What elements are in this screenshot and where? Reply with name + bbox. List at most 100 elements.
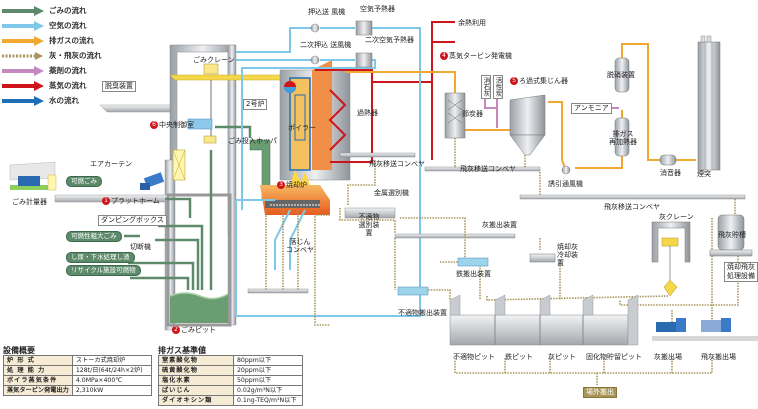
label-unsuitable-sorter: 不適物 選別装置 bbox=[358, 213, 380, 237]
legend-item-exhaust: 排ガスの流れ bbox=[2, 33, 102, 48]
label-pit-unsuitable: 不適物ピット bbox=[453, 353, 495, 361]
iron-discharge-unit bbox=[457, 257, 489, 267]
legend-item-water: 水の流れ bbox=[2, 93, 102, 108]
label-ash-discharge: 灰搬出装置 bbox=[482, 221, 517, 229]
label-air-curtain: エアカーテン bbox=[90, 160, 132, 168]
weigh-station bbox=[9, 161, 57, 191]
table-key: 硫黄酸化物 bbox=[158, 365, 234, 376]
label-dumping-box: ダンピングボックス bbox=[98, 215, 167, 226]
label-fly-conveyor-1: 飛灰移送コンベヤ bbox=[369, 160, 425, 168]
dump-truck bbox=[140, 172, 165, 190]
ash-trucks bbox=[652, 318, 758, 341]
label-text: 中央制御室 bbox=[159, 121, 194, 129]
label-unsuitable-discharge: 不適物搬出装置 bbox=[398, 309, 447, 317]
label-ash-yard: 灰搬出場 bbox=[654, 353, 682, 361]
tag-sludge: し尿・下水処理し渣 bbox=[66, 252, 135, 263]
facility-title: 設備概要 bbox=[3, 346, 35, 355]
label-stack: 煙突 bbox=[697, 170, 711, 178]
blue-arrow-icon bbox=[2, 95, 44, 106]
label-text: 蒸気タービン発電機 bbox=[449, 52, 512, 60]
red-arrow-icon bbox=[2, 80, 44, 91]
table-value: 128t/日(64t/24h×2炉) bbox=[71, 365, 152, 376]
label-pit-solidified: 固化物貯留ピット bbox=[586, 353, 642, 361]
label-fly-conveyor-2: 飛灰移送コンベヤ bbox=[460, 165, 516, 173]
lightblue-arrow-icon bbox=[2, 20, 44, 31]
legend-label: 蒸気の流れ bbox=[49, 81, 87, 90]
orange-arrow-icon bbox=[2, 35, 44, 46]
table-key: 窒素酸化物 bbox=[158, 355, 234, 366]
number-badge: 3 bbox=[277, 181, 285, 189]
number-badge: 5 bbox=[510, 77, 518, 85]
fly-ash-silo bbox=[709, 214, 753, 257]
label-denox: 脱硝装置 bbox=[607, 71, 635, 79]
table-key: ボイラ蒸気条件 bbox=[3, 375, 73, 386]
table-value: 20ppm以下 bbox=[233, 365, 303, 376]
stack bbox=[697, 35, 721, 171]
tag-bulky-waste: 可燃性粗大ごみ bbox=[66, 231, 122, 242]
legend-item-waste: ごみの流れ bbox=[2, 3, 102, 18]
label-activated-carbon: 活性炭 bbox=[493, 75, 503, 99]
label-iron-discharge: 鉄搬出装置 bbox=[456, 270, 491, 278]
bag-filter bbox=[509, 94, 546, 156]
incinerator bbox=[260, 170, 330, 215]
label-text: ろ過式集じん器 bbox=[519, 77, 568, 85]
table-row: 炉 形 式ストーカ式焼却炉 bbox=[3, 355, 152, 366]
table-value: 0.1ng-TEQ/m³N以下 bbox=[233, 395, 303, 406]
legend-item-ash: 灰・飛灰の流れ bbox=[2, 48, 102, 63]
unsuitable-discharge-unit bbox=[397, 286, 429, 296]
reheater-vessel bbox=[614, 117, 630, 157]
table-key: 塩化水素 bbox=[158, 375, 234, 386]
label-forced-draft-fan: 押込送 風機 bbox=[308, 8, 346, 16]
label-boiler: ボイラー bbox=[288, 124, 316, 132]
label-text: プラットホーム bbox=[111, 197, 160, 205]
label-fly-ash-treatment: 焼却飛灰 処理設備 bbox=[724, 262, 758, 282]
label-reheater: 排ガス 再加熱器 bbox=[609, 130, 637, 146]
label-deodorizer: 脱臭装置 bbox=[102, 81, 136, 92]
label-ash-cooler: 焼却灰 冷却装置 bbox=[557, 243, 578, 267]
legend: ごみの流れ 空気の流れ 排ガスの流れ 灰・飛灰の流れ 薬剤の流れ 蒸気の流れ 水… bbox=[2, 3, 102, 108]
label-metal-sorter: 金属選別機 bbox=[374, 189, 409, 197]
label-waste-heat: 余熱利用 bbox=[458, 19, 486, 27]
label-offsite: 場外搬出 bbox=[583, 387, 617, 398]
table-key: 炉 形 式 bbox=[3, 355, 73, 366]
label-pit-iron: 鉄ピット bbox=[505, 353, 533, 361]
label-silencer: 消音器 bbox=[660, 169, 681, 177]
number-badge: 1 bbox=[102, 197, 110, 205]
label-superheater: 過熱器 bbox=[357, 109, 378, 117]
table-value: 0.02g/m³N以下 bbox=[233, 385, 303, 396]
green-arrow-icon bbox=[2, 5, 44, 16]
air-lines bbox=[235, 27, 421, 317]
waste-pit bbox=[166, 193, 232, 327]
label-pit-ash: 灰ピット bbox=[548, 353, 576, 361]
steam-lines bbox=[315, 21, 455, 163]
legend-label: 薬剤の流れ bbox=[49, 66, 87, 75]
label-fly-ash-yard: 飛灰搬出場 bbox=[701, 353, 736, 361]
label-text: 焼却炉 bbox=[286, 181, 307, 189]
number-badge: 6 bbox=[150, 121, 158, 129]
waste-flow-lines bbox=[124, 101, 260, 290]
label-ammonia: アンモニア bbox=[571, 103, 612, 114]
purple-arrow-icon bbox=[2, 65, 44, 76]
label-ash-crane: 灰クレーン bbox=[659, 213, 694, 221]
legend-label: 排ガスの流れ bbox=[49, 36, 94, 45]
exhaust-gas-lines bbox=[345, 43, 696, 169]
label-weigh-station: ごみ計量器 bbox=[12, 198, 47, 206]
legend-item-steam: 蒸気の流れ bbox=[2, 78, 102, 93]
label-waste-crane: ごみクレーン bbox=[193, 56, 235, 64]
table-value: 2,310kW bbox=[71, 385, 152, 396]
tag-combustible: 可燃ごみ bbox=[66, 176, 102, 187]
label-unit2: 2号炉 bbox=[243, 99, 268, 110]
legend-item-air: 空気の流れ bbox=[2, 18, 102, 33]
label-text: ごみピット bbox=[181, 326, 216, 334]
legend-label: 水の流れ bbox=[49, 96, 79, 105]
